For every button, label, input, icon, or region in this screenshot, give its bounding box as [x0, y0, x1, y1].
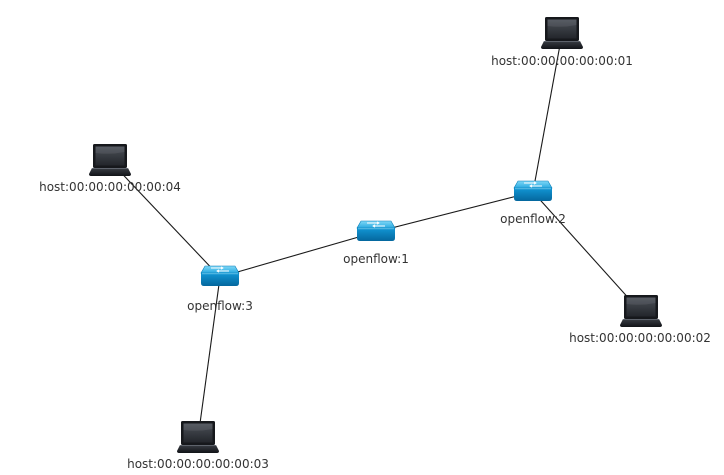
node-label: host:00:00:00:00:00:04	[39, 180, 181, 194]
link-openflow-3-to-host-00-00-00-00-00-04	[109, 160, 221, 278]
laptop-icon[interactable]	[89, 144, 131, 176]
host-node-host-00-00-00-00-00-02[interactable]: host:00:00:00:00:00:02	[569, 295, 711, 345]
network-switch-icon[interactable]	[356, 220, 396, 241]
network-switch-icon[interactable]	[513, 180, 553, 201]
node-label: openflow:1	[343, 252, 409, 266]
host-node-host-00-00-00-00-00-04[interactable]: host:00:00:00:00:00:04	[39, 144, 181, 194]
link-openflow-2-to-host-00-00-00-00-00-01	[532, 33, 563, 193]
link-openflow-1-to-openflow-3	[219, 231, 377, 278]
links-layer	[109, 33, 642, 439]
link-openflow-2-to-host-00-00-00-00-00-02	[532, 191, 642, 313]
link-openflow-3-to-host-00-00-00-00-00-03	[197, 276, 221, 439]
switch-node-openflow-2[interactable]: openflow:2	[500, 180, 566, 226]
host-node-host-00-00-00-00-00-03[interactable]: host:00:00:00:00:00:03	[127, 421, 269, 471]
link-openflow-1-to-openflow-2	[375, 191, 534, 233]
network-switch-icon[interactable]	[200, 265, 240, 286]
laptop-icon[interactable]	[541, 17, 583, 49]
host-node-host-00-00-00-00-00-01[interactable]: host:00:00:00:00:00:01	[491, 17, 633, 68]
node-label: openflow:3	[187, 299, 253, 313]
nodes-layer: openflow:1 openflow:2 openflow:3 host:00:00…	[39, 17, 711, 471]
laptop-icon[interactable]	[620, 295, 662, 327]
switch-node-openflow-1[interactable]: openflow:1	[343, 220, 409, 266]
node-label: openflow:2	[500, 212, 566, 226]
laptop-icon[interactable]	[177, 421, 219, 453]
node-label: host:00:00:00:00:00:02	[569, 331, 711, 345]
node-label: host:00:00:00:00:00:01	[491, 54, 633, 68]
switch-node-openflow-3[interactable]: openflow:3	[187, 265, 253, 313]
node-label: host:00:00:00:00:00:03	[127, 457, 269, 471]
